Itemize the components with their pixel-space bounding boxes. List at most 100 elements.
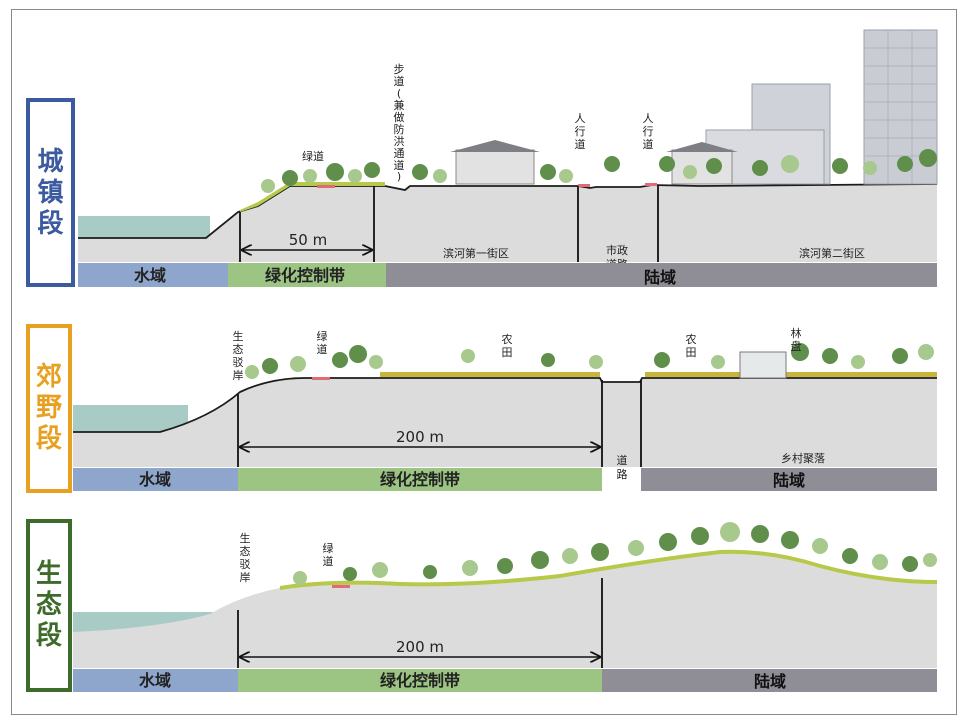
svg-text:岸: 岸 (233, 369, 244, 382)
svg-text:绿: 绿 (317, 329, 328, 343)
municipal-road-label: 市政 (606, 243, 628, 257)
land-zone-bar (641, 468, 937, 491)
svg-text:行: 行 (575, 125, 586, 138)
svg-text:生: 生 (240, 531, 251, 545)
svg-text:道: 道 (617, 453, 628, 467)
section-label-box (26, 324, 72, 493)
land-zone-bar (386, 263, 937, 287)
section-label-char: 镇 (37, 178, 63, 208)
section-label-char: 郊 (36, 361, 62, 392)
water-zone-label: 水域 (134, 266, 166, 285)
green-zone-bar (228, 263, 386, 287)
svg-text:岸: 岸 (240, 571, 251, 584)
svg-text:农: 农 (502, 332, 513, 346)
trees-eco (293, 522, 937, 585)
green-zone-bar (238, 669, 602, 692)
svg-text:田: 田 (502, 346, 513, 359)
ground-line (73, 377, 937, 433)
svg-text:生: 生 (233, 329, 244, 343)
road-label: 道 路 (617, 453, 628, 481)
walkway-label: 步 道 ( 兼 做 防 洪 通 道 ) (394, 63, 405, 183)
distance-label: 200 m (396, 638, 444, 656)
svg-text:人: 人 (643, 112, 654, 125)
water-zone-label: 水域 (139, 671, 171, 690)
svg-text:道: 道 (394, 74, 405, 88)
land-zone-label: 陆域 (644, 268, 676, 287)
section-town: 城 镇 段 (26, 29, 938, 287)
district2-label: 滨河第二街区 (799, 246, 865, 260)
svg-text:): ) (397, 170, 401, 183)
section-label-char: 段 (36, 620, 62, 651)
green-zone-label: 绿化控制带 (265, 266, 345, 285)
grass-strip (240, 182, 385, 212)
svg-text:驳: 驳 (240, 558, 251, 571)
sidewalk-right-label: 人 行 道 (643, 112, 654, 151)
section-label-char: 生 (36, 559, 62, 589)
land-zone-label: 陆域 (754, 672, 786, 691)
sidewalk-path (645, 183, 657, 186)
green-zone-bar (238, 468, 602, 491)
distance-label: 50 m (289, 231, 327, 249)
svg-text:道: 道 (394, 158, 405, 172)
svg-text:通: 通 (394, 147, 405, 160)
svg-text:防: 防 (394, 122, 405, 136)
green-zone-label: 绿化控制带 (380, 671, 460, 690)
district1-label: 滨河第一街区 (443, 246, 509, 260)
village-label: 乡村聚落 (781, 451, 825, 465)
svg-text:行: 行 (643, 125, 654, 138)
svg-text:步: 步 (394, 63, 405, 76)
section-label-char: 态 (36, 589, 62, 620)
land-zone-bar (602, 669, 937, 692)
svg-text:人: 人 (575, 112, 586, 125)
section-label-box (26, 519, 72, 692)
eco-bank-label: 生 态 驳 岸 (240, 531, 251, 584)
section-label-char: 野 (36, 393, 62, 423)
water-body (78, 216, 210, 238)
green-zone-label: 绿化控制带 (380, 470, 460, 489)
svg-text:驳: 驳 (233, 356, 244, 369)
building-pavilion (455, 149, 535, 185)
svg-text:林: 林 (791, 326, 802, 340)
svg-text:道: 道 (643, 137, 654, 151)
building-pavilion-2 (671, 149, 733, 185)
section-label-char: 城 (37, 147, 63, 177)
svg-text:洪: 洪 (394, 134, 405, 148)
eco-bank-label: 生 态 驳 岸 (233, 329, 244, 382)
farmland-label: 农 田 (502, 332, 513, 359)
farmland-label: 农 田 (686, 332, 697, 359)
section-label-char: 段 (36, 423, 62, 454)
sidewalk-left-label: 人 行 道 (575, 112, 586, 151)
greenway-path (332, 585, 350, 588)
svg-text:田: 田 (686, 346, 697, 359)
svg-text:道: 道 (317, 342, 328, 356)
greenway-path (312, 377, 330, 380)
trees-suburb (245, 343, 934, 379)
svg-text:态: 态 (233, 343, 244, 356)
building-roof (450, 140, 540, 152)
svg-text:兼: 兼 (394, 99, 405, 112)
svg-text:盘: 盘 (791, 339, 802, 353)
greenway-label: 绿 道 (323, 541, 334, 568)
section-label-box (26, 98, 75, 287)
svg-text:道: 道 (575, 137, 586, 151)
greenway-path (317, 185, 335, 188)
section-label-char: 段 (37, 208, 63, 239)
greenhouse (739, 351, 787, 379)
ground-profile (73, 551, 937, 668)
trees-town (261, 149, 937, 193)
distance-label: 200 m (396, 428, 444, 446)
forest-label: 林 盘 (791, 326, 802, 353)
water-zone-label: 水域 (139, 470, 171, 489)
section-suburb: 郊 野 段 200 m 生 态 驳 岸 绿 道 (26, 324, 937, 493)
water-zone-bar (73, 468, 238, 491)
water-zone-bar (73, 669, 238, 692)
water-body (73, 405, 188, 432)
farmland-strip (645, 372, 937, 377)
farmland-strip (380, 372, 600, 377)
svg-text:道: 道 (323, 554, 334, 568)
svg-text:态: 态 (240, 545, 251, 558)
sidewalk-path (578, 184, 590, 187)
section-eco: 生 态 段 200 m 生 态 驳 岸 绿 道 (26, 519, 938, 692)
svg-text:路: 路 (617, 468, 628, 481)
